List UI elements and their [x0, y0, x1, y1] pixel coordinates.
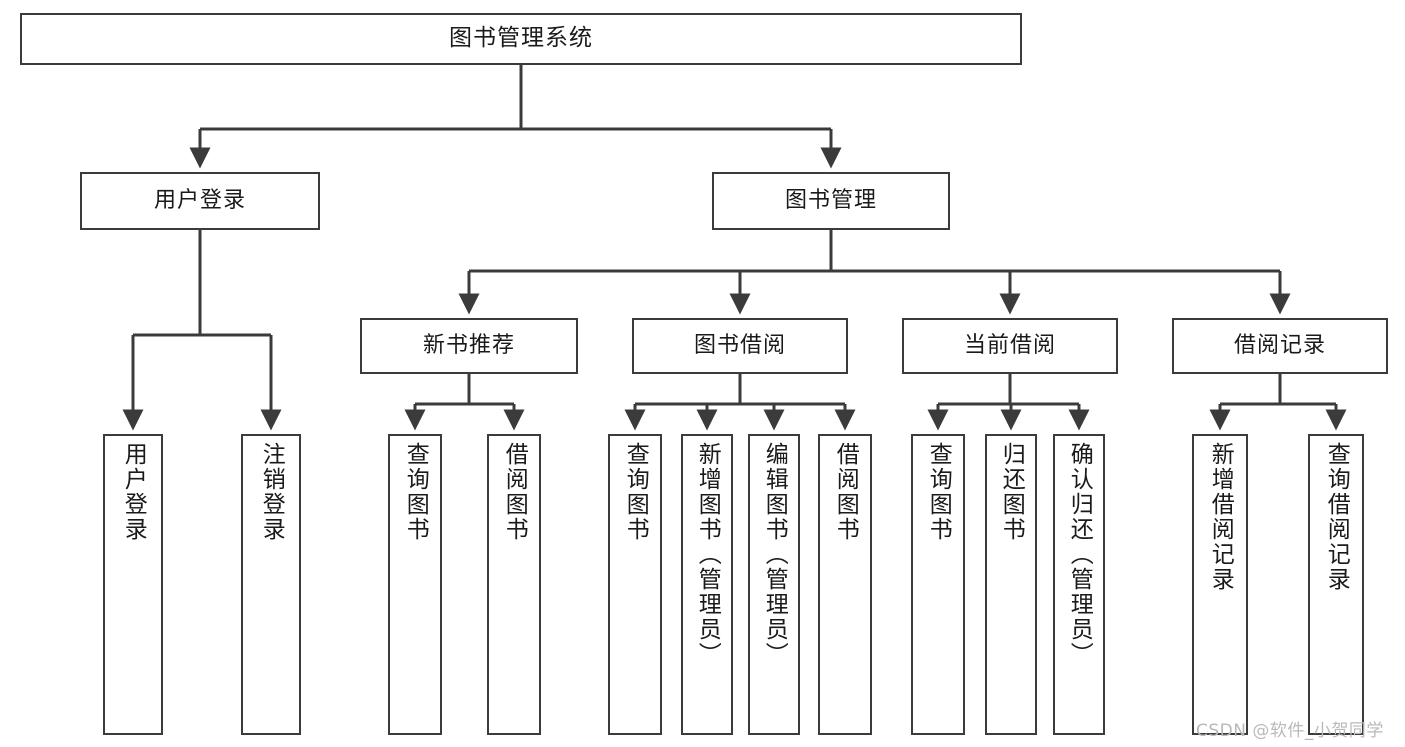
node-leaf-edit-book-label: 编辑图书（管理员）: [761, 442, 788, 667]
node-leaf-query-book-2-label: 查询图书: [622, 442, 649, 542]
node-leaf-user-login-label: 用户登录: [120, 442, 147, 542]
node-leaf-borrow-book-2[interactable]: 借阅图书: [818, 434, 872, 735]
node-leaf-confirm-return[interactable]: 确认归还（管理员）: [1053, 434, 1105, 735]
node-leaf-borrow-book-1[interactable]: 借阅图书: [487, 434, 541, 735]
node-leaf-edit-book[interactable]: 编辑图书（管理员）: [748, 434, 800, 735]
node-new-book-recommend[interactable]: 新书推荐: [360, 318, 578, 374]
node-leaf-query-book-3[interactable]: 查询图书: [911, 434, 965, 735]
node-leaf-query-record-label: 查询借阅记录: [1323, 442, 1350, 592]
node-book-borrow[interactable]: 图书借阅: [632, 318, 848, 374]
node-leaf-user-logout[interactable]: 注销登录: [241, 434, 301, 735]
node-leaf-confirm-return-label: 确认归还（管理员）: [1066, 442, 1093, 667]
node-current-borrow[interactable]: 当前借阅: [902, 318, 1118, 374]
node-leaf-query-record[interactable]: 查询借阅记录: [1308, 434, 1364, 735]
node-borrow-record[interactable]: 借阅记录: [1172, 318, 1388, 374]
node-leaf-return-book-label: 归还图书: [998, 442, 1025, 542]
node-book-manage-label: 图书管理: [784, 187, 877, 213]
node-book-borrow-label: 图书借阅: [693, 332, 786, 358]
node-leaf-add-record-label: 新增借阅记录: [1207, 442, 1234, 592]
node-leaf-user-logout-label: 注销登录: [258, 442, 285, 542]
node-root-label: 图书管理系统: [449, 25, 593, 52]
node-current-borrow-label: 当前借阅: [963, 332, 1056, 358]
node-leaf-add-book-label: 新增图书（管理员）: [694, 442, 721, 667]
node-root[interactable]: 图书管理系统: [20, 13, 1022, 65]
node-user-login-label: 用户登录: [153, 187, 246, 213]
node-borrow-record-label: 借阅记录: [1233, 332, 1326, 358]
csdn-watermark: CSDN @软件_小贺同学: [1196, 721, 1384, 741]
node-leaf-query-book-1-label: 查询图书: [402, 442, 429, 542]
node-leaf-query-book-1[interactable]: 查询图书: [388, 434, 442, 735]
node-user-login[interactable]: 用户登录: [80, 172, 320, 230]
node-leaf-query-book-3-label: 查询图书: [925, 442, 952, 542]
node-new-book-recommend-label: 新书推荐: [422, 332, 515, 358]
node-book-manage[interactable]: 图书管理: [712, 172, 950, 230]
node-leaf-borrow-book-1-label: 借阅图书: [501, 442, 528, 542]
node-leaf-query-book-2[interactable]: 查询图书: [608, 434, 662, 735]
node-leaf-add-record[interactable]: 新增借阅记录: [1192, 434, 1248, 735]
node-leaf-user-login[interactable]: 用户登录: [103, 434, 163, 735]
node-leaf-return-book[interactable]: 归还图书: [985, 434, 1037, 735]
node-leaf-borrow-book-2-label: 借阅图书: [832, 442, 859, 542]
node-leaf-add-book[interactable]: 新增图书（管理员）: [681, 434, 733, 735]
